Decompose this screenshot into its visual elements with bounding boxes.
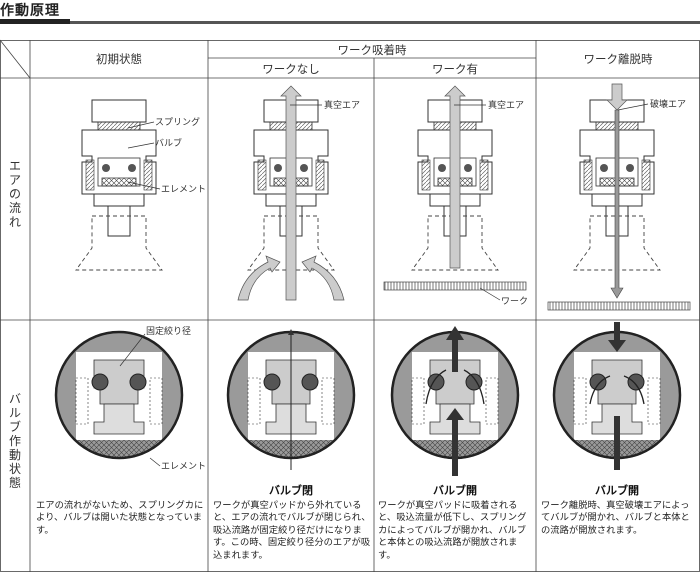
row-label-valve-state: バ ル ブ 作 動 状 態: [9, 392, 21, 490]
detail-labels-initial: 固定絞り径 エレメント: [119, 325, 206, 472]
svg-text:ア: ア: [9, 173, 21, 187]
header-with-work: ワーク有: [432, 62, 478, 76]
header-initial: 初期状態: [96, 52, 142, 66]
svg-text:動: 動: [9, 448, 21, 462]
state-valve-open-2: バルブ開: [595, 483, 639, 497]
state-valve-closed: バルブ閉: [269, 483, 313, 497]
svg-text:れ: れ: [9, 215, 21, 229]
label-spring: スプリング: [155, 116, 200, 128]
row-label-air-flow: エ ア の 流 れ: [9, 159, 21, 229]
state-valve-open-1: バルブ開: [433, 483, 477, 497]
flow-arrows-release: [589, 322, 645, 470]
svg-text:ル: ル: [9, 406, 21, 420]
labels-initial: スプリング バルブ エレメント: [127, 116, 206, 195]
header-release: ワーク離脱時: [584, 52, 653, 66]
label-fixed-orifice: 固定絞り径: [146, 325, 191, 337]
label-work: ワーク: [501, 296, 528, 307]
header-suction: ワーク吸着時: [338, 43, 407, 57]
svg-text:の: の: [9, 187, 21, 201]
label-element: エレメント: [161, 185, 206, 195]
air-flow-no-work: 真空エア: [237, 85, 360, 301]
svg-text:態: 態: [9, 475, 21, 490]
desc-initial: エアの流れがないため、スプリングカにより、バルブは開いた状態となっています。: [36, 500, 204, 536]
label-element-bottom: エレメント: [161, 462, 206, 472]
desc-no-work: ワークが真空パッドから外れていると、エアの流れでバルブが閉じられ、吸込流路が固定…: [213, 500, 371, 561]
svg-text:バ: バ: [9, 392, 21, 406]
svg-text:状: 状: [9, 462, 21, 476]
svg-text:エ: エ: [9, 159, 21, 173]
title-underline: [0, 19, 70, 24]
table-grid: [0, 39, 700, 572]
svg-text:ブ: ブ: [9, 419, 21, 434]
page-title: 作動原理: [0, 3, 60, 19]
air-flow-with-work: 真空エア ワーク: [383, 85, 528, 307]
label-vacuum-air-1: 真空エア: [324, 99, 360, 111]
label-break-air: 破壊エア: [650, 98, 686, 110]
flow-arrows-with-work: [425, 326, 485, 476]
air-flow-release: 破壊エア: [547, 83, 691, 311]
desc-release: ワーク離脱時、真空破壊エアによってバルブが開かれ、バルブと本体との流路が開放され…: [541, 500, 690, 536]
title-rule: [0, 21, 700, 24]
svg-text:流: 流: [9, 201, 21, 215]
desc-with-work: ワークが真空パッドに吸着されると、吸込流量が低下し、スプリングカによってバルブが…: [378, 500, 527, 561]
label-valve: バルブ: [155, 137, 182, 149]
label-vacuum-air-2: 真空エア: [488, 99, 524, 111]
work-plate-1: [383, 281, 527, 291]
work-plate-2: [547, 301, 691, 311]
valve-body-initial: [75, 99, 163, 271]
detail-circle-initial: [54, 330, 184, 460]
header-no-work: ワークなし: [262, 62, 320, 76]
svg-text:作: 作: [9, 434, 21, 448]
